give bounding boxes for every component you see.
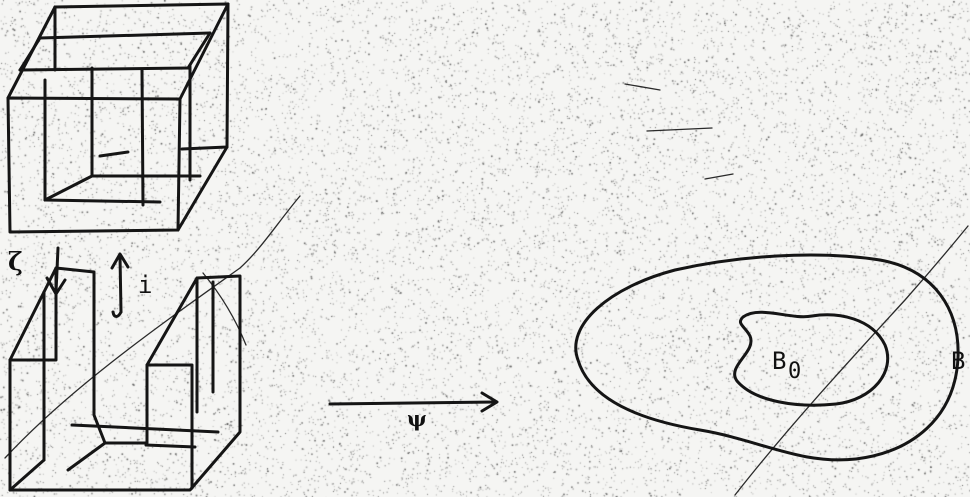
faint-dash-1: [625, 84, 660, 90]
b0-label: B: [772, 349, 786, 373]
channel-floor-edge: [68, 443, 105, 470]
cube-inner-floor-dash: [100, 152, 128, 156]
b0-subscript: 0: [788, 361, 801, 383]
cube-inner-floor-front: [45, 200, 160, 202]
cube-inner-vertical-right: [142, 70, 143, 205]
cube-inner-top-left: [20, 38, 40, 70]
b-label: B: [951, 349, 965, 373]
channel-floor-dash: [146, 445, 195, 447]
cube-inner-floor-diagonal: [45, 176, 92, 200]
cube-edge-top-right: [180, 4, 228, 99]
channel-floor-line: [72, 425, 218, 432]
channel-right-front: [147, 365, 192, 488]
i-arrow-tail-hook: [113, 312, 121, 317]
u-channel-figure: [10, 268, 240, 490]
faint-dash-2: [647, 128, 712, 131]
vertical-maps: [47, 248, 128, 317]
zeta-label: ζ: [8, 249, 23, 274]
background-stray-strokes: [5, 84, 733, 458]
crossing-diagonal-line: [735, 226, 968, 495]
i-arrow-up: [120, 256, 121, 312]
nested-cube-figure: [8, 4, 228, 232]
cube-inner-top-back: [40, 33, 210, 38]
psi-arrow-shaft: [330, 402, 495, 404]
region-b-outline: [576, 255, 958, 460]
cube-front-face: [8, 98, 180, 232]
psi-label: ψ: [407, 408, 427, 429]
faint-diagonal-line: [5, 196, 300, 458]
cube-inner-top-front: [20, 68, 188, 70]
i-label: i: [138, 273, 152, 297]
channel-floor-front: [10, 460, 44, 490]
faint-dash-3: [705, 174, 733, 179]
cube-edge-bottom-right: [178, 147, 227, 230]
region-b0-outline: [735, 312, 888, 405]
